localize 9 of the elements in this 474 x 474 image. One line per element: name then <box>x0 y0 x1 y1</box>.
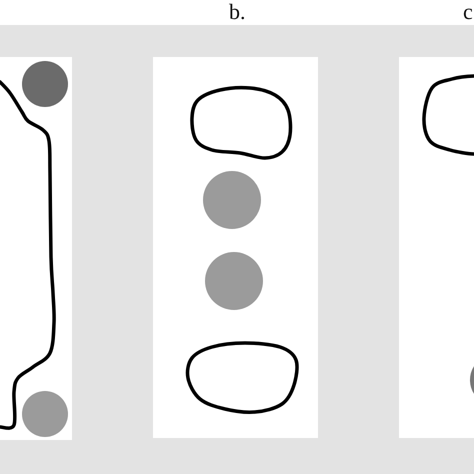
dot <box>22 61 68 107</box>
blob-outline <box>186 341 299 414</box>
dot <box>203 171 261 229</box>
panel-label: b. <box>229 1 246 23</box>
dot <box>22 391 68 437</box>
dot <box>205 252 263 310</box>
panel-label: c <box>463 1 473 23</box>
blob-outline <box>190 86 292 160</box>
blob-outline <box>0 80 56 430</box>
